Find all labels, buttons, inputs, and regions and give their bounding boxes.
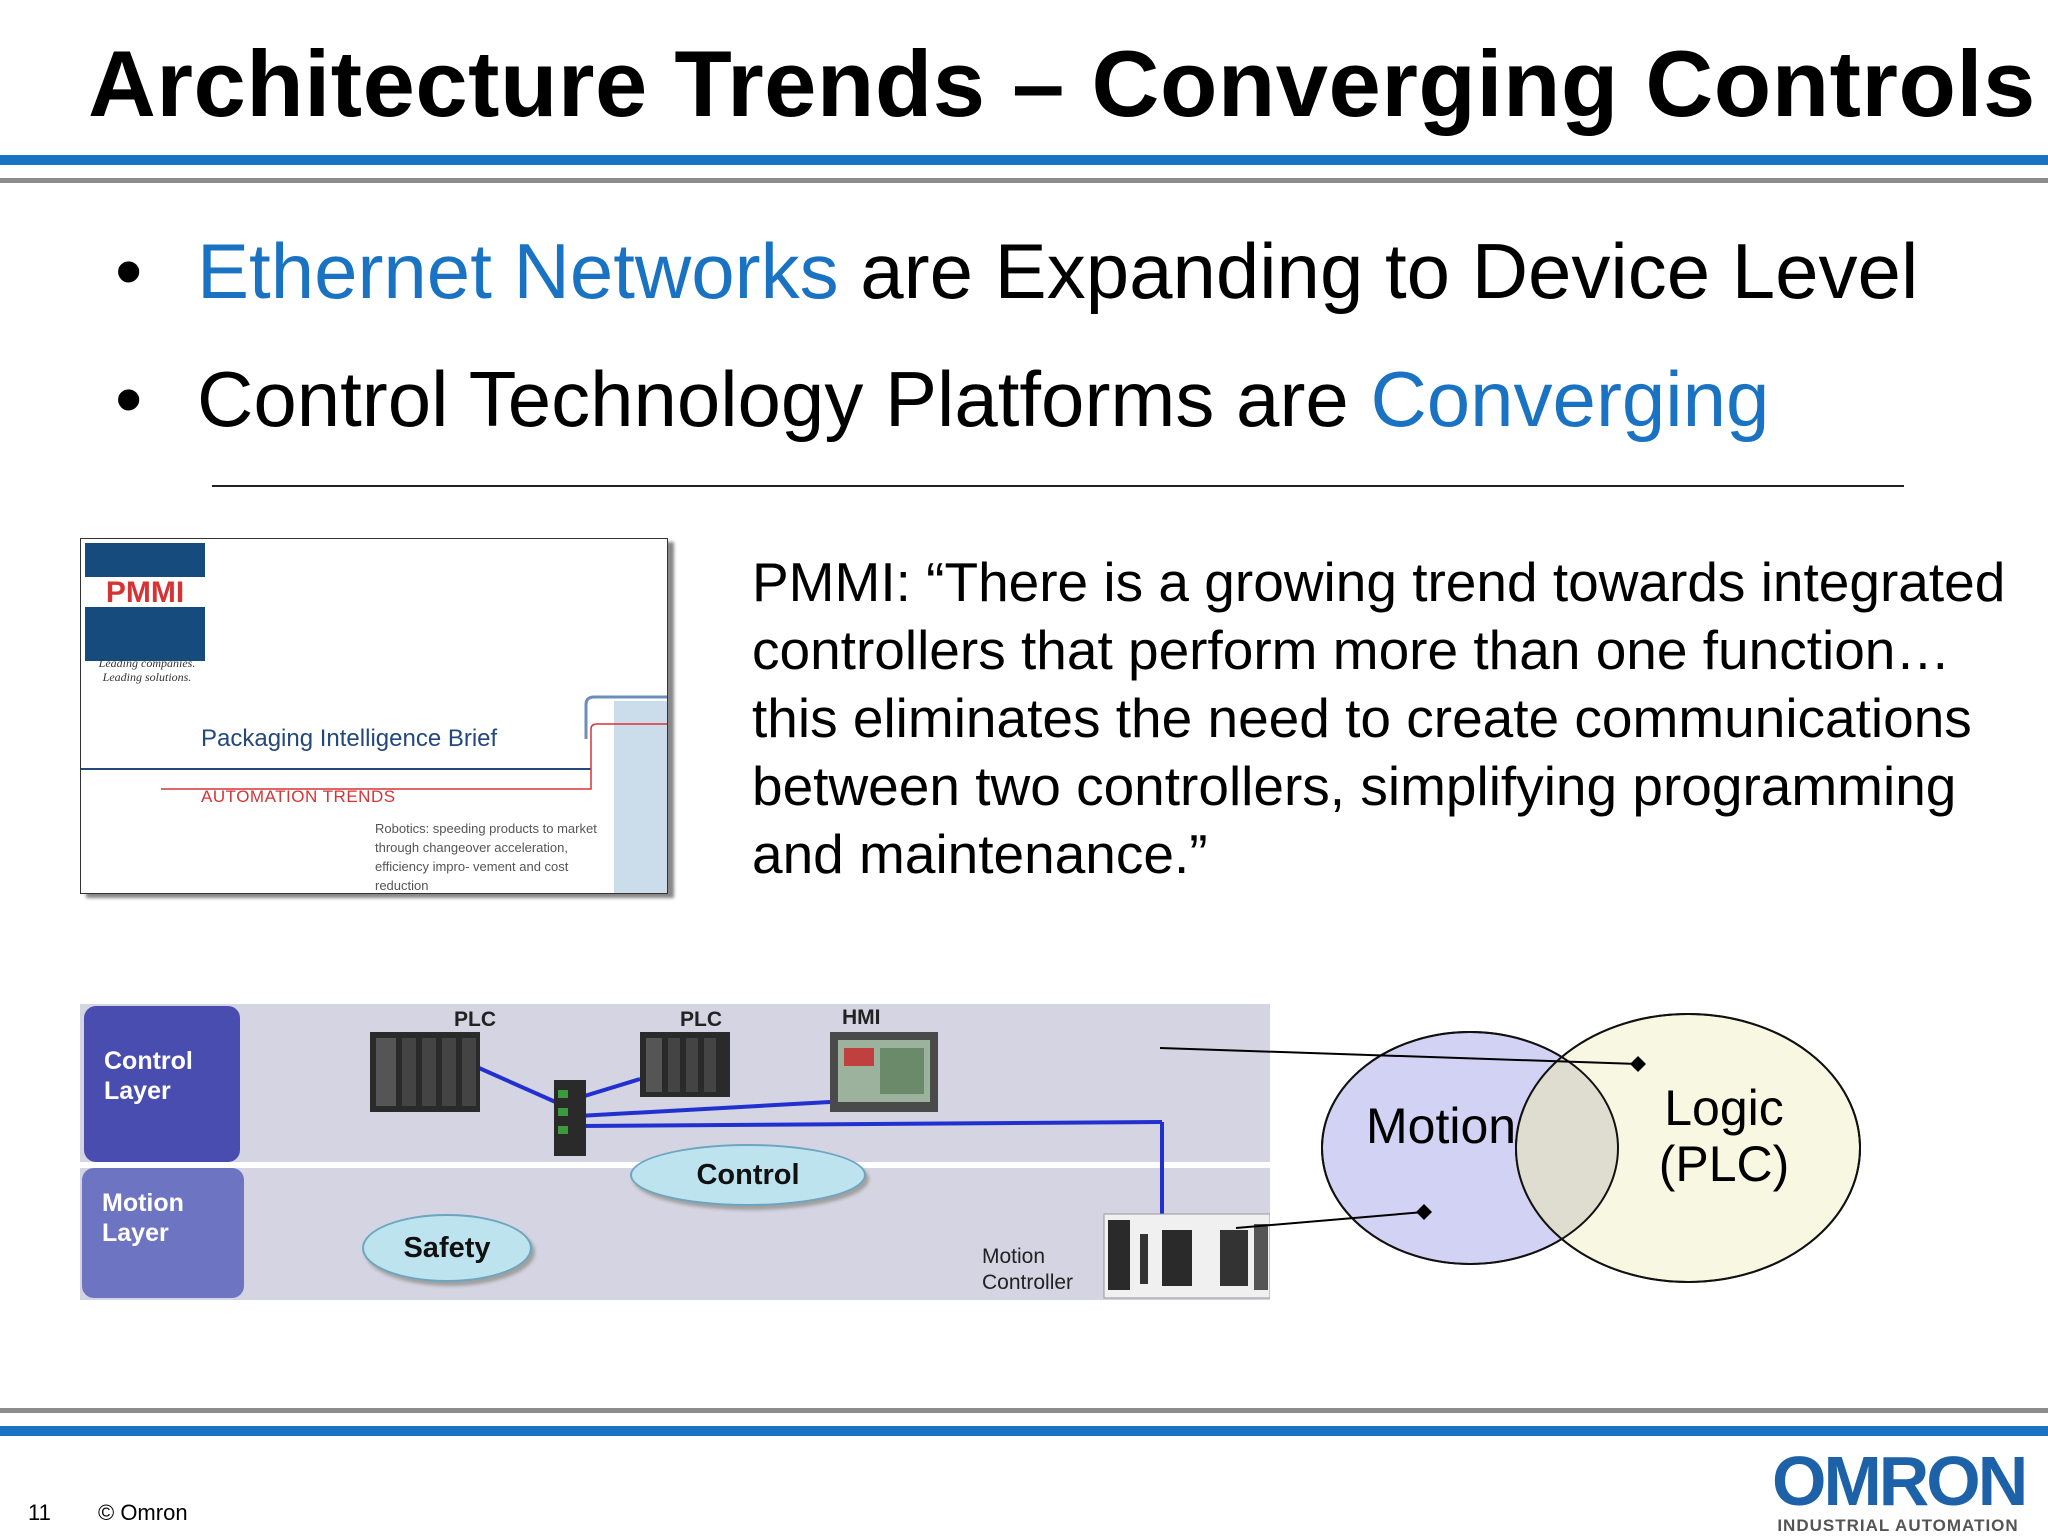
pointer-line-logic (1159, 1047, 1639, 1065)
pmmi-tagline-1: Leading companies. (98, 656, 196, 670)
hmi-label: HMI (842, 1006, 881, 1029)
page-number: 11 (28, 1500, 51, 1525)
omron-logo-subtitle: INDUSTRIAL AUTOMATION (1777, 1516, 2019, 1535)
pointer-diamond-motion (1416, 1204, 1432, 1220)
slide-title: Architecture Trends – Converging Control… (88, 31, 2036, 136)
bullet-converging: • Control Technology Platforms are Conver… (115, 354, 1769, 445)
bullet-text: are Expanding to Device Level (838, 227, 1919, 315)
brochure-section-label: AUTOMATION TRENDS (201, 787, 396, 806)
ethernet-switch-icon (554, 1080, 586, 1156)
section-divider (212, 485, 1904, 487)
pmmi-tagline: Leading companies. Leading solutions. (85, 656, 209, 684)
venn-logic-line-1: Logic (1664, 1080, 1784, 1136)
bottom-rule-gray (0, 1408, 2048, 1413)
bullet-ethernet: • Ethernet Networks are Expanding to Devi… (115, 226, 1918, 317)
pmmi-quote: PMMI: “There is a growing trend towards … (752, 551, 2006, 885)
bullet-symbol: • (115, 355, 143, 443)
plc-2-icon (640, 1032, 730, 1097)
brochure-blurb: Robotics: speeding products to market th… (375, 821, 597, 893)
plc-1-label: PLC (454, 1008, 496, 1031)
omron-logo-word: OMRON (1772, 1442, 2028, 1520)
motion-controller-line-1: Motion (982, 1245, 1046, 1268)
bullet-symbol: • (115, 227, 143, 315)
network-architecture-diagram: Control Layer Motion Layer (80, 1004, 1270, 1300)
venn-motion-label: Motion (1366, 1098, 1517, 1154)
motion-controller-label: Motion Controller (982, 1244, 1073, 1296)
brochure-title: Packaging Intelligence Brief (201, 725, 498, 752)
motion-layer-line-1: Motion (102, 1189, 184, 1217)
omron-logo: OMRON INDUSTRIAL AUTOMATION (1772, 1442, 2028, 1536)
brochure-frame-lines (81, 695, 667, 893)
pmmi-tagline-2: Leading solutions. (102, 670, 192, 684)
motion-layer-line-2: Layer (102, 1219, 169, 1247)
control-layer-line-1: Control (104, 1047, 193, 1075)
top-rule-gray (0, 178, 2048, 183)
network-diagram-graphics (370, 1032, 1270, 1299)
bottom-rule-blue (0, 1426, 2048, 1436)
venn-logic-label: Logic (PLC) (1640, 1080, 1808, 1192)
control-layer-line-2: Layer (104, 1077, 171, 1105)
pointer-line-motion (1235, 1211, 1425, 1229)
pmmi-logo: PMMI (85, 543, 205, 661)
pmmi-brochure-thumbnail: PMMI Leading companies. Leading solution… (80, 538, 668, 894)
motion-controller-icon (1103, 1213, 1270, 1299)
motion-controller-line-2: Controller (982, 1271, 1074, 1294)
bullet-text: Control Technology Platforms are (197, 355, 1371, 443)
copyright: © Omron (98, 1500, 188, 1525)
bullet-highlight: Converging (1370, 355, 1770, 443)
bullet-highlight: Ethernet Networks (197, 227, 839, 315)
top-rule-blue (0, 155, 2048, 165)
plc-1-icon (370, 1032, 480, 1112)
venn-logic-line-2: (PLC) (1658, 1136, 1790, 1192)
safety-bus-label: Safety (362, 1214, 532, 1282)
plc-2-label: PLC (680, 1008, 722, 1031)
pointer-diamond-logic (1630, 1056, 1646, 1072)
control-layer-label: Control Layer (84, 1006, 240, 1162)
hmi-icon (830, 1032, 938, 1112)
motion-layer-label: Motion Layer (82, 1168, 244, 1298)
control-bus-label: Control (630, 1144, 866, 1206)
pmmi-logo-text: PMMI (105, 576, 185, 609)
